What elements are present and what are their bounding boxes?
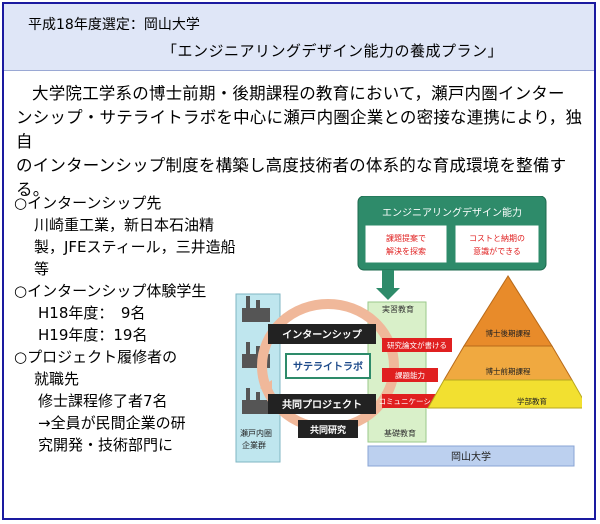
intro-line: ンシップ・サテライトラボを中心に瀬戸内圏企業との密接な連携により，独自 (16, 108, 583, 151)
practical-education-label: 実習教育 (382, 304, 414, 314)
skill-label: 研究論文が書ける (387, 340, 447, 350)
ability-card-2-line1: コストと納期の (469, 233, 525, 243)
factory-icon (242, 388, 270, 414)
selection-year-label: 平成18年度選定：岡山大学 (28, 17, 200, 33)
joint-project-bar (268, 394, 376, 414)
engineering-ability-label: エンジニアリングデザイン能力 (382, 206, 522, 219)
satellite-lab-box (285, 353, 371, 379)
doctoral-course-label: 博士後期課程 (486, 328, 531, 338)
intro-line: 大学院工学系の博士前期・後期課程の教育において，瀬戸内圏インター (32, 84, 565, 103)
basic-education-label: 基礎教育 (384, 428, 416, 438)
undergraduate-label: 学部教育 (517, 396, 547, 406)
joint-project-label: 共同プロジェクト (282, 398, 362, 411)
plan-panel: 平成18年度選定：岡山大学 「エンジニアリングデザイン能力の養成プラン」 大学院… (2, 2, 596, 520)
internship-hosts-heading: ○インターンシップ先 (14, 194, 162, 212)
satellite-lab-label: サテライトラボ (293, 360, 363, 373)
master-course-label: 博士前期課程 (486, 366, 531, 376)
intern-students-heading: ○インターンシップ体験学生 (14, 282, 207, 300)
list-item: →全員が民間企業の研 (38, 414, 186, 432)
list-item: 修士課程修了者7名 (38, 392, 168, 410)
list-item: H18年度： 9名 (38, 304, 146, 322)
ability-card-1 (365, 225, 447, 263)
employment-heading: ○プロジェクト履修者の (14, 348, 178, 366)
list-item: 等 (34, 260, 50, 278)
intro-paragraph: 大学院工学系の博士前期・後期課程の教育において，瀬戸内圏インター ンシップ・サテ… (16, 82, 588, 202)
ability-card-1-line1: 課題提案で (386, 233, 426, 243)
list-item: H19年度：19名 (38, 326, 148, 344)
list-item: 川崎重工業，新日本石油精 (34, 216, 215, 234)
joint-research-label: 共同研究 (310, 424, 346, 436)
list-item: 就職先 (34, 370, 80, 388)
skill-label: 課題能力 (395, 370, 425, 380)
factory-icon (242, 296, 270, 322)
companies-label-line1: 瀬戸内圏 (240, 428, 272, 438)
internship-label: インターンシップ (282, 328, 362, 341)
companies-label-line2: 企業群 (242, 440, 266, 450)
plan-title: 「エンジニアリングデザイン能力の養成プラン」 (162, 42, 504, 60)
ability-card-2-line2: 意識ができる (473, 246, 521, 256)
intro-line: る。 (16, 180, 50, 199)
ability-card-1-line2: 解決を探索 (386, 246, 426, 256)
skill-bar (382, 338, 452, 352)
list-item: 究開発・技術部門に (38, 436, 174, 454)
okayama-university-label: 岡山大学 (451, 450, 491, 463)
skill-bar (382, 368, 438, 382)
okayama-university-box (367, 445, 575, 467)
header: 平成18年度選定：岡山大学 「エンジニアリングデザイン能力の養成プラン」 (4, 4, 594, 71)
highlights-list: ○インターンシップ先 川崎重工業，新日本石油精 製，JFEスティール，三井造船 … (14, 192, 252, 456)
internship-bar (268, 324, 376, 344)
education-system-diagram: エンジニアリングデザイン能力 課題提案で 解決を探索 コストと納期の 意識ができ… (235, 196, 582, 467)
list-item: 製，JFEスティール，三井造船 (34, 238, 236, 256)
pyramid-bottom-tier (427, 379, 582, 409)
joint-research-bar (298, 420, 358, 438)
intro-line: のインターンシップ制度を構築し高度技術者の体系的な育成環境を整備す (16, 156, 567, 175)
ability-card-2 (455, 225, 539, 263)
